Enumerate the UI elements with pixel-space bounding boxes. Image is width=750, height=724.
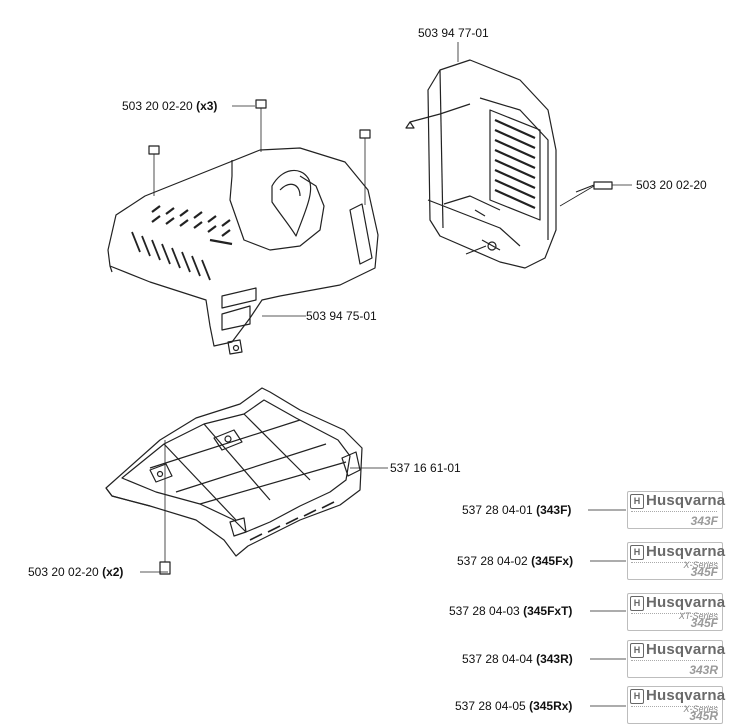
decal-badge-model: 345R (689, 709, 718, 723)
decal-brand: Husqvarna (646, 492, 726, 509)
decal-model: (345Fx) (531, 554, 574, 568)
decal-label-2: 537 28 04-02 (345Fx) (457, 554, 573, 568)
husqvarna-logo-icon: H (630, 689, 644, 704)
decal-label-5: 537 28 04-05 (345Rx) (455, 699, 572, 713)
part-label-rear-screw: 503 20 02-20 (636, 178, 707, 192)
decal-brand: Husqvarna (646, 687, 726, 704)
top-cover-drawing (107, 147, 379, 355)
decal-brand: Husqvarna (646, 594, 726, 611)
decal-fine-print (631, 562, 717, 565)
decal-label-3: 537 28 04-03 (345FxT) (449, 604, 572, 618)
decal-badge-model: 345F (690, 616, 718, 630)
decal-model: (345FxT) (523, 604, 573, 618)
screw-rear-cover (559, 181, 613, 207)
decal-brand: Husqvarna (646, 641, 726, 658)
screw-base (159, 440, 171, 575)
decal-brand: Husqvarna (646, 543, 726, 560)
rear-cover-drawing (405, 59, 557, 269)
decal-part-number: 537 28 04-04 (462, 652, 533, 666)
part-label-base-plate: 537 16 61-01 (390, 461, 461, 475)
husqvarna-logo-icon: H (630, 596, 644, 611)
part-number: 503 20 02-20 (122, 99, 193, 113)
decal-series: X-Series (683, 704, 718, 714)
decal-badge-model: 343R (689, 663, 718, 677)
decal-label-1: 537 28 04-01 (343F) (462, 503, 571, 517)
part-label-rear-cover: 503 94 77-01 (418, 26, 489, 40)
decal-model: (343R) (536, 652, 573, 666)
husqvarna-logo-icon: H (630, 494, 644, 509)
husqvarna-logo-icon: H (630, 643, 644, 658)
screw-top-right (359, 129, 371, 205)
decal-fine-print (631, 706, 717, 709)
decal-part-number: 537 28 04-02 (457, 554, 528, 568)
decal-series: X-Series (683, 560, 718, 570)
decal-badge-model: 343F (690, 514, 718, 528)
part-quantity: (x2) (102, 565, 124, 579)
base-plate-drawing (105, 387, 363, 557)
part-label-top-cover: 503 94 75-01 (306, 309, 377, 323)
part-label-top-screws: 503 20 02-20 (x3) (122, 99, 217, 113)
decal-badge-1: H Husqvarna 343F (627, 491, 726, 529)
decal-fine-print (631, 660, 717, 663)
decal-badge-5: H Husqvarna X-Series 345R (627, 686, 726, 724)
decal-label-4: 537 28 04-04 (343R) (462, 652, 573, 666)
decal-badge-3: H Husqvarna XT-Series 345F (627, 593, 726, 631)
decal-fine-print (631, 613, 717, 616)
decal-fine-print (631, 511, 717, 514)
screw-top-left (148, 145, 160, 196)
decal-part-number: 537 28 04-03 (449, 604, 520, 618)
decal-part-number: 537 28 04-05 (455, 699, 526, 713)
part-number: 503 20 02-20 (28, 565, 99, 579)
decal-model: (345Rx) (529, 699, 573, 713)
decal-series: XT-Series (678, 611, 718, 621)
decal-part-number: 537 28 04-01 (462, 503, 533, 517)
screw-top-middle (255, 99, 267, 152)
decal-badge-4: H Husqvarna 343R (627, 640, 726, 678)
decal-badge-2: H Husqvarna X-Series 345F (627, 542, 726, 580)
part-label-base-screws: 503 20 02-20 (x2) (28, 565, 123, 579)
part-quantity: (x3) (196, 99, 218, 113)
decal-badge-model: 345F (690, 565, 718, 579)
husqvarna-logo-icon: H (630, 545, 644, 560)
decal-model: (343F) (536, 503, 572, 517)
